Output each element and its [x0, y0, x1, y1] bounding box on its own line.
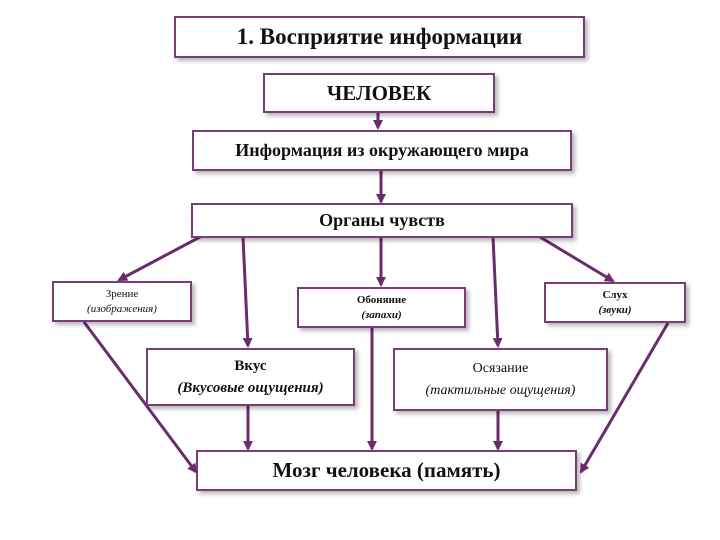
- node-smell-name: Обоняние: [356, 293, 407, 306]
- node-sight-name: Зрение: [105, 287, 139, 300]
- node-smell: Обоняние (запахи): [297, 287, 466, 328]
- arrow-senses-to-sight: [117, 235, 201, 282]
- arrow-senses-to-taste: [241, 236, 253, 348]
- arrow-senses-to-hearing: [539, 235, 615, 283]
- node-human-label: ЧЕЛОВЕК: [326, 80, 432, 105]
- node-taste: Вкус (Вкусовые ощущения): [146, 348, 355, 406]
- title-text: 1. Восприятие информации: [236, 24, 523, 49]
- node-senses-label: Органы чувств: [319, 210, 445, 230]
- node-taste-name: Вкус: [234, 358, 267, 374]
- arrow-sight-to-brain: [82, 321, 198, 474]
- node-sight-detail: (изображения): [87, 302, 157, 315]
- node-taste-detail: (Вкусовые ощущения): [177, 380, 324, 396]
- node-touch-name: Осязание: [472, 360, 529, 376]
- node-human: ЧЕЛОВЕК: [263, 73, 495, 113]
- arrow-senses-to-touch: [491, 236, 503, 348]
- node-senses: Органы чувств: [191, 203, 573, 238]
- node-world-info: Информация из окружающего мира: [192, 130, 572, 171]
- node-hearing: Слух (звуки): [544, 282, 686, 323]
- node-world-info-label: Информация из окружающего мира: [235, 140, 529, 160]
- node-touch: Осязание (тактильные ощущения): [393, 348, 608, 411]
- node-brain: Мозг человека (память): [196, 450, 577, 491]
- node-sight: Зрение (изображения): [52, 281, 192, 322]
- node-brain-label: Мозг человека (память): [272, 458, 501, 482]
- diagram-title: 1. Восприятие информации: [174, 16, 585, 58]
- node-smell-detail: (запахи): [361, 308, 402, 321]
- node-touch-detail: (тактильные ощущения): [425, 382, 576, 398]
- node-hearing-name: Слух: [602, 288, 628, 301]
- arrow-hearing-to-brain: [579, 322, 670, 474]
- node-hearing-detail: (звуки): [598, 303, 632, 316]
